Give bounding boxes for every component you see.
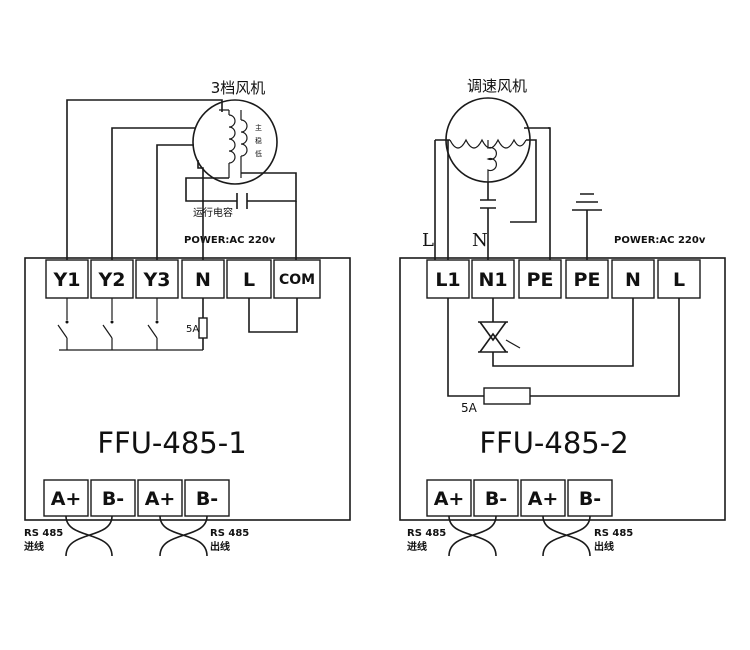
right-wire-l1 <box>435 139 450 260</box>
left-motor-label-1: 主 <box>255 123 262 132</box>
left-terminal-y3 <box>135 259 179 299</box>
right-terminal-pe1 <box>518 259 562 299</box>
left-power-label: POWER:AC 220v <box>184 235 276 246</box>
right-fuse-wire <box>447 298 680 397</box>
left-wire-y1 <box>66 99 223 260</box>
left-wire-y3 <box>156 144 194 260</box>
left-fuse <box>198 317 208 339</box>
right-rs485-out-sub: 出线 <box>594 540 614 553</box>
left-rs485-a2: A+ <box>145 488 176 510</box>
left-terminal-y2-label: Y2 <box>98 269 126 291</box>
left-motor-label-2: 稳 <box>255 136 262 145</box>
left-controller-box <box>24 257 351 521</box>
right-fan-motor <box>445 97 531 183</box>
right-terminal-l <box>657 259 701 299</box>
right-rs485-a1: A+ <box>434 488 465 510</box>
left-rs485-b1: B- <box>102 488 124 510</box>
left-relay-switches <box>57 298 203 351</box>
left-terminal-block: Y1 Y2 Y3 N L COM <box>45 259 321 299</box>
right-terminal-n1 <box>471 259 515 299</box>
left-terminal-y1-label: Y1 <box>53 269 81 291</box>
left-model-name: FFU-485-1 <box>97 426 246 460</box>
left-capacitor-wire <box>185 172 297 202</box>
right-model-name: FFU-485-2 <box>479 426 628 460</box>
left-fan-motor: 主 稳 低 <box>192 99 278 185</box>
left-terminal-com-label: COM <box>279 272 315 288</box>
right-rs485-in-twist <box>448 515 497 557</box>
right-terminal-n1-label: N1 <box>478 269 507 291</box>
left-rs485-in-sub: 进线 <box>24 540 44 553</box>
left-motor-label-3: 低 <box>255 149 262 158</box>
right-terminal-l1 <box>426 259 470 299</box>
right-terminal-pe2-label: PE <box>574 269 601 291</box>
right-fuse-label: 5A <box>461 401 478 415</box>
left-rs485-in-label: RS 485 <box>24 528 63 539</box>
left-rs485-a1: A+ <box>51 488 82 510</box>
left-wire-y2 <box>111 127 195 260</box>
left-rs485-out-sub: 出线 <box>210 540 230 553</box>
left-rs485-in-twist <box>65 515 113 557</box>
right-rs485-block: A+ B- A+ B- <box>426 479 613 517</box>
right-rs485-b2: B- <box>579 488 601 510</box>
right-terminal-pe1-label: PE <box>527 269 554 291</box>
left-capacitor-symbol <box>236 193 248 209</box>
right-rs485-a2: A+ <box>528 488 559 510</box>
right-wire-n1 <box>480 182 496 260</box>
right-power-label: POWER:AC 220v <box>614 235 706 246</box>
left-terminal-l <box>226 259 272 299</box>
left-terminal-y3-label: Y3 <box>143 269 171 291</box>
right-diagram: L1 N1 PE PE N L POWER:AC 220v 调速风机 L N <box>399 77 726 557</box>
right-rs485-in-sub: 进线 <box>407 540 427 553</box>
right-wire-label-l: L <box>422 230 434 251</box>
left-terminal-n-label: N <box>195 269 211 291</box>
left-diagram: Y1 Y2 Y3 N L COM POWER:AC 220v 主 稳 低 3档风… <box>24 79 351 557</box>
right-rs485-out-label: RS 485 <box>594 528 633 539</box>
left-rs485-b2: B- <box>196 488 218 510</box>
right-motor-title: 调速风机 <box>467 77 527 95</box>
left-capacitor-label: 运行电容 <box>193 206 233 219</box>
right-wire-label-n: N <box>472 230 488 251</box>
right-controller-box <box>399 257 726 521</box>
right-rs485-b1: B- <box>485 488 507 510</box>
right-rs485-in-label: RS 485 <box>407 528 446 539</box>
left-rs485-block: A+ B- A+ B- <box>43 479 230 517</box>
left-wire-l-com <box>248 201 298 333</box>
right-fuse <box>483 387 531 405</box>
left-rs485-out-label: RS 485 <box>210 528 249 539</box>
left-terminal-l-label: L <box>243 269 255 291</box>
right-terminal-l-label: L <box>673 269 685 291</box>
right-triac <box>478 298 634 367</box>
left-wire-n <box>197 160 204 260</box>
right-terminal-block: L1 N1 PE PE N L <box>426 259 701 299</box>
right-ground-symbol <box>572 193 602 260</box>
left-rs485-out-twist <box>159 515 208 557</box>
right-terminal-l1-label: L1 <box>435 269 460 291</box>
left-fuse-label: 5A <box>186 324 199 335</box>
right-rs485-out-twist <box>542 515 591 557</box>
right-terminal-n-label: N <box>625 269 641 291</box>
left-motor-title: 3档风机 <box>211 79 266 97</box>
